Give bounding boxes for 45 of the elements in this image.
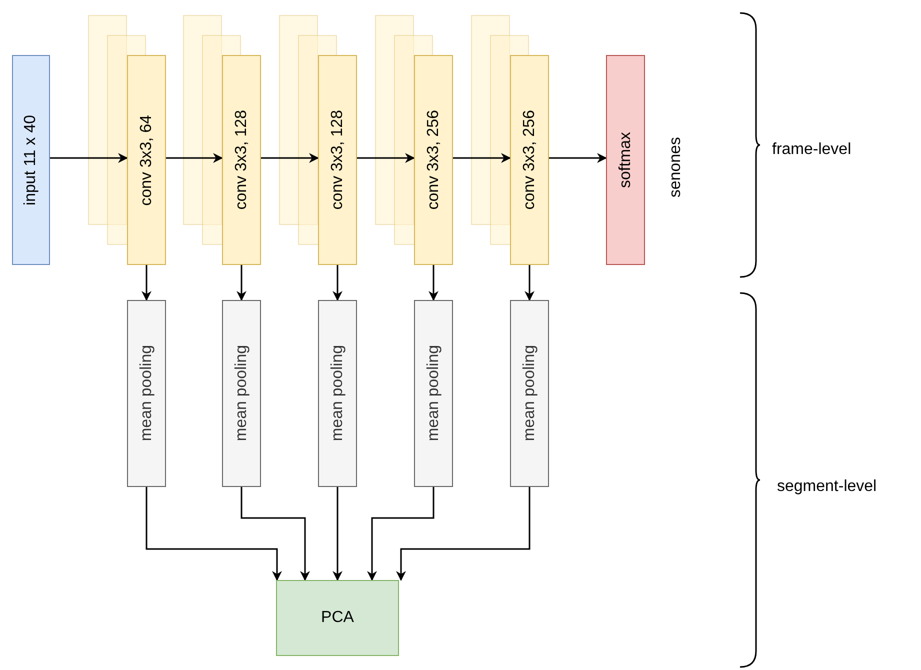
node-label: mean pooling	[138, 345, 156, 442]
arrow	[142, 265, 152, 301]
conv-layer-box	[127, 55, 166, 265]
pooling-box	[127, 300, 166, 487]
node-label: mean pooling	[520, 345, 538, 442]
pca-box	[276, 580, 399, 656]
pooling-box	[318, 300, 357, 487]
arrow	[524, 265, 534, 301]
node-label: input 11 x 40	[22, 114, 40, 206]
node-label: mean pooling	[424, 345, 442, 442]
arrow	[357, 153, 415, 163]
input-box	[12, 55, 50, 265]
conv-layer-box	[318, 55, 357, 265]
arrow	[332, 265, 342, 301]
arrow	[146, 487, 282, 581]
arrow	[367, 487, 434, 581]
arrow	[236, 265, 246, 301]
level-label: frame-level	[772, 141, 852, 159]
node-label: conv 3x3, 128	[232, 110, 250, 210]
node-label: softmax	[616, 132, 634, 188]
output-label: senones	[667, 137, 685, 198]
softmax-box	[606, 55, 645, 265]
arrow	[428, 265, 438, 301]
node-label: PCA	[321, 609, 354, 627]
node-label: conv 3x3, 256	[520, 110, 538, 210]
arrow	[50, 153, 128, 163]
node-label: mean pooling	[328, 345, 346, 442]
arrow	[332, 487, 342, 581]
node-label: mean pooling	[232, 345, 250, 442]
arrow	[453, 153, 511, 163]
arrow	[166, 153, 223, 163]
node-label: conv 3x3, 128	[328, 110, 346, 210]
arrow	[396, 487, 530, 581]
arrow	[549, 153, 607, 163]
arrow	[240, 487, 310, 581]
pooling-box	[510, 300, 549, 487]
conv-layer-box	[510, 55, 549, 265]
pooling-box	[414, 300, 453, 487]
conv-layer-box	[414, 55, 453, 265]
level-label: segment-level	[777, 478, 877, 496]
conv-layer-box	[222, 55, 261, 265]
arrow	[261, 153, 319, 163]
pooling-box	[222, 300, 261, 487]
node-label: conv 3x3, 64	[138, 114, 156, 206]
node-label: conv 3x3, 256	[424, 110, 442, 210]
